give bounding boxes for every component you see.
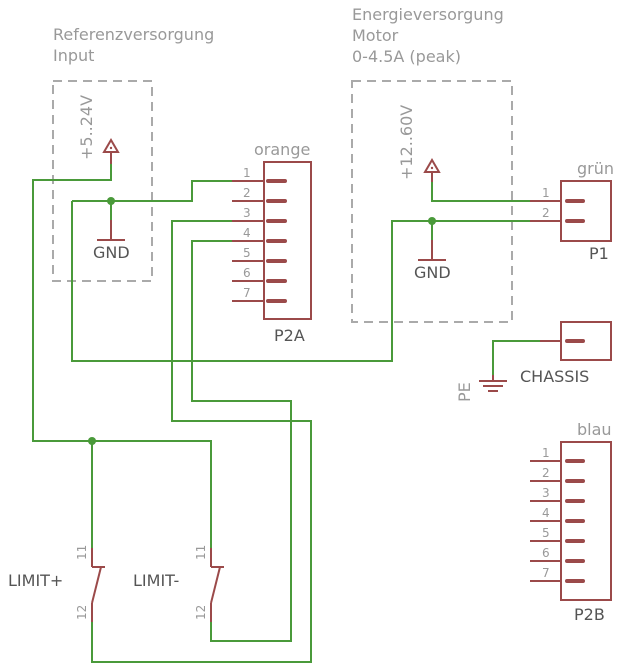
- p2b-name: P2B: [574, 605, 605, 624]
- motor-title-line1: Energieversorgung: [352, 5, 504, 24]
- motor-voltage-label: +12..60V: [397, 105, 416, 180]
- junction-dot: [107, 197, 115, 205]
- p2a-pin-2: 2: [243, 186, 251, 200]
- connector-p1: [530, 180, 612, 242]
- p2a-pin-6: 6: [243, 266, 251, 280]
- limit-minus-pin-bottom: 12: [194, 605, 208, 620]
- junction-dot: [88, 437, 96, 445]
- p2b-pin-6: 6: [542, 546, 550, 560]
- motor-supply-frame: [351, 80, 513, 323]
- input-supply-symbol: [102, 138, 120, 164]
- p2a-pin-4: 4: [243, 226, 251, 240]
- pe-label: PE: [455, 382, 474, 402]
- p2a-pin-7: 7: [243, 286, 251, 300]
- junction-dot: [428, 217, 436, 225]
- limit-plus-label: LIMIT+: [8, 571, 63, 590]
- pe-ground-icon: [479, 375, 507, 392]
- p2b-pin-4: 4: [542, 506, 550, 520]
- p1-pin-2: 2: [542, 206, 550, 220]
- input-title-line1: Referenzversorgung: [53, 25, 214, 44]
- p2a-pin-3: 3: [243, 206, 251, 220]
- connector-chassis: [540, 321, 612, 361]
- limit-plus-pin-bottom: 12: [75, 605, 89, 620]
- p2a-pin-5: 5: [243, 246, 251, 260]
- connector-p2b: [530, 441, 612, 601]
- limit-minus-label: LIMIT-: [133, 571, 179, 590]
- motor-title-line2: Motor: [352, 26, 399, 45]
- p2a-pin-1: 1: [243, 166, 251, 180]
- p2b-pin-3: 3: [542, 486, 550, 500]
- p2a-name: P2A: [274, 326, 305, 345]
- p2b-pin-7: 7: [542, 566, 550, 580]
- limit-minus-pin-top: 11: [194, 545, 208, 560]
- wires: [32, 164, 560, 663]
- input-title-line2: Input: [53, 46, 94, 65]
- motor-supply-symbol: [423, 158, 441, 182]
- motor-gnd-symbol: [418, 240, 446, 261]
- input-voltage-label: +5..24V: [77, 95, 96, 160]
- p1-color-label: grün: [577, 159, 614, 178]
- input-gnd-label: GND: [93, 243, 130, 262]
- limit-minus-switch: [210, 548, 224, 622]
- connector-p2a: [232, 161, 312, 320]
- motor-title-line3: 0-4.5A (peak): [352, 47, 461, 66]
- p2b-color-label: blau: [577, 420, 612, 439]
- input-gnd-symbol: [97, 220, 125, 241]
- motor-gnd-label: GND: [414, 263, 451, 282]
- p2b-pin-2: 2: [542, 466, 550, 480]
- p2b-pin-5: 5: [542, 526, 550, 540]
- chassis-label: CHASSIS: [520, 367, 589, 386]
- limit-plus-pin-top: 11: [75, 545, 89, 560]
- p1-name: P1: [589, 244, 609, 263]
- p2b-pin-1: 1: [542, 446, 550, 460]
- p2a-color-label: orange: [254, 140, 310, 159]
- limit-plus-switch: [91, 548, 105, 622]
- p1-pin-1: 1: [542, 186, 550, 200]
